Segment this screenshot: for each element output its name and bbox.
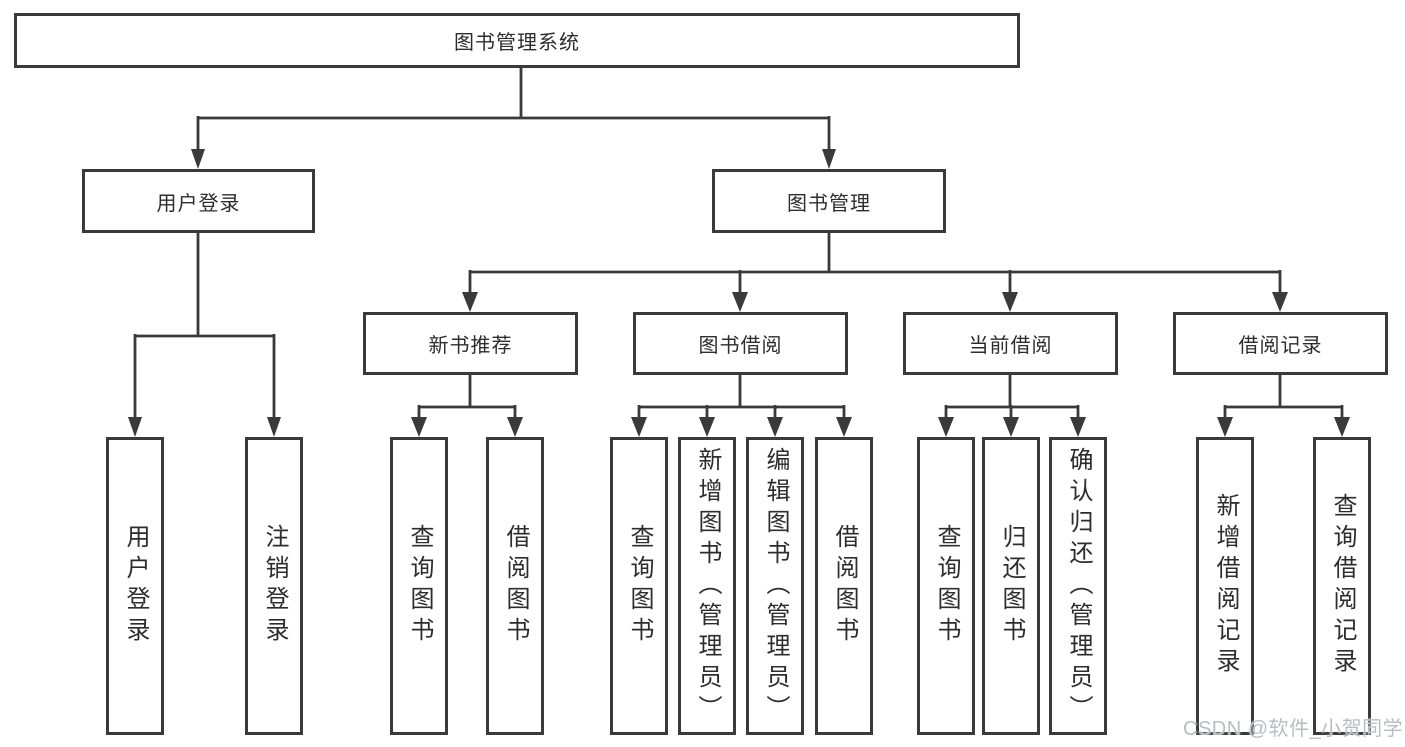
leaf-confirm-return-admin-label: 确认归还（管理员）	[1065, 446, 1092, 726]
leaf-borrow-query-books: 查询图书	[610, 437, 668, 735]
connector-book-management-to-level3	[462, 231, 1288, 312]
leaf-confirm-return-admin: 确认归还（管理员）	[1049, 437, 1107, 735]
leaf-query-borrow-record: 查询借阅记录	[1313, 437, 1371, 735]
node-current-borrow: 当前借阅	[903, 312, 1118, 375]
leaf-recommend-query-books-label: 查询图书	[406, 524, 433, 648]
node-user-login: 用户登录	[82, 169, 315, 233]
leaf-logout: 注销登录	[245, 437, 303, 735]
leaf-user-login: 用户登录	[106, 437, 164, 735]
connector-current-borrow-to-children	[938, 373, 1086, 437]
leaf-borrow-books-label: 借阅图书	[831, 524, 858, 648]
node-user-login-label: 用户登录	[156, 192, 241, 215]
node-current-borrow-label: 当前借阅	[968, 335, 1053, 357]
connector-new-book-recommend-to-children	[411, 373, 523, 437]
connector-book-borrow-to-children	[631, 373, 852, 437]
node-new-book-recommend: 新书推荐	[363, 312, 578, 375]
leaf-recommend-query-books: 查询图书	[390, 437, 448, 735]
leaf-user-login-label: 用户登录	[122, 524, 149, 648]
node-library-system-label: 图书管理系统	[454, 32, 580, 54]
leaf-return-books: 归还图书	[982, 437, 1040, 735]
connector-root-to-level2	[191, 66, 836, 169]
leaf-recommend-borrow-books-label: 借阅图书	[502, 524, 529, 648]
connector-borrow-records-to-children	[1217, 373, 1350, 437]
leaf-current-query-books-label: 查询图书	[933, 524, 960, 648]
node-book-borrow-label: 图书借阅	[698, 335, 783, 357]
node-borrow-records: 借阅记录	[1173, 312, 1388, 375]
leaf-add-book-admin-label: 新增图书（管理员）	[694, 446, 721, 726]
leaf-query-borrow-record-label: 查询借阅记录	[1329, 493, 1356, 679]
node-borrow-records-label: 借阅记录	[1238, 335, 1323, 357]
leaf-borrow-books: 借阅图书	[815, 437, 873, 735]
node-book-management: 图书管理	[712, 169, 946, 233]
leaf-edit-book-admin: 编辑图书（管理员）	[746, 437, 804, 735]
node-library-system: 图书管理系统	[14, 13, 1020, 68]
leaf-edit-book-admin-label: 编辑图书（管理员）	[762, 446, 789, 726]
node-book-borrow: 图书借阅	[633, 312, 848, 375]
leaf-current-query-books: 查询图书	[917, 437, 975, 735]
leaf-add-book-admin: 新增图书（管理员）	[678, 437, 736, 735]
leaf-borrow-query-books-label: 查询图书	[626, 524, 653, 648]
csdn-watermark: CSDN @软件_小贺同学	[1183, 718, 1404, 740]
leaf-logout-label: 注销登录	[261, 524, 288, 648]
leaf-return-books-label: 归还图书	[998, 524, 1025, 648]
node-book-management-label: 图书管理	[787, 192, 871, 215]
connector-user-login-to-children	[128, 231, 281, 437]
node-new-book-recommend-label: 新书推荐	[428, 335, 513, 357]
leaf-add-borrow-record-label: 新增借阅记录	[1212, 493, 1239, 679]
leaf-add-borrow-record: 新增借阅记录	[1196, 437, 1254, 735]
leaf-recommend-borrow-books: 借阅图书	[486, 437, 544, 735]
